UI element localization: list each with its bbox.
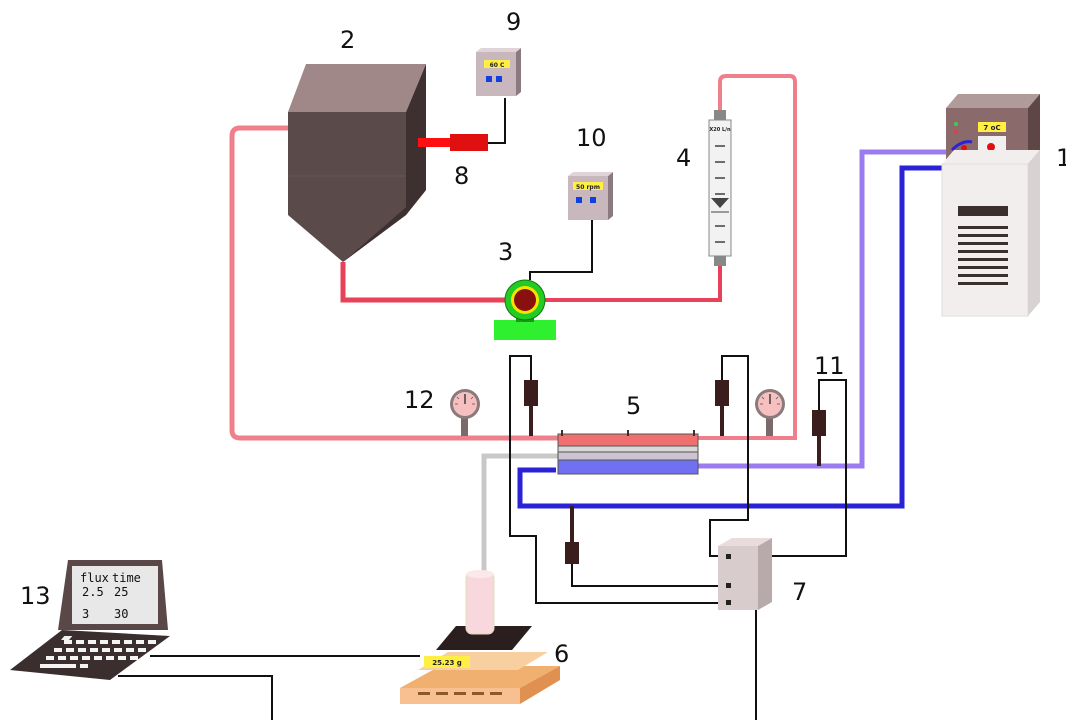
label-pressure-gauge: 12 (404, 386, 435, 414)
label-pump: 3 (498, 238, 513, 266)
label-data-logger: 7 (792, 578, 807, 606)
heater-element (418, 134, 488, 151)
tank-to-pump-pipe (340, 262, 505, 303)
label-membrane-module: 5 (626, 392, 641, 420)
laptop-logger-wire (118, 675, 273, 720)
pump-wire (529, 220, 593, 280)
pump-to-flowmeter-pipe (545, 266, 722, 302)
laptop-header-flux: flux (80, 571, 109, 585)
feed-tank (288, 64, 426, 262)
pressure-gauge-inlet (450, 389, 480, 436)
coolant-supply-pipe (517, 165, 946, 509)
laptop: flux time 2.5 25 3 30 (10, 560, 170, 680)
label-flowmeter: 4 (676, 144, 691, 172)
membrane-module (557, 430, 699, 475)
heater-wire (488, 98, 506, 144)
laptop-row2-flux: 3 (82, 607, 89, 621)
chiller: 7 oC (941, 94, 1040, 317)
analytical-balance: 25.23 g (400, 570, 560, 704)
laptop-row1-flux: 2.5 (82, 585, 104, 599)
heater-controller: 60 C (476, 48, 521, 96)
label-computer: 13 (20, 582, 51, 610)
sensor-wire-c (571, 560, 722, 587)
sensor-wire-b (709, 355, 749, 557)
label-temp-sensor: 11 (814, 352, 845, 380)
permeate-pipe (481, 453, 558, 572)
pump-controller: 50 rpm (568, 172, 613, 220)
temp-sensor-coolant (812, 410, 826, 466)
permeate-beaker (465, 571, 495, 635)
label-heater-controller: 9 (506, 8, 521, 36)
peristaltic-pump (494, 279, 556, 340)
temp-sensor-permeate (565, 506, 579, 564)
balance-readout: 25.23 g (432, 659, 462, 667)
laptop-header-time: time (112, 571, 141, 585)
heater-controller-readout: 60 C (490, 62, 505, 69)
rotameter: X20 L/n (708, 110, 732, 266)
rotameter-float (711, 198, 729, 208)
label-pump-controller: 10 (576, 124, 607, 152)
laptop-keyboard (40, 640, 156, 668)
laptop-row2-time: 30 (114, 607, 128, 621)
pump-controller-readout: 50 rpm (576, 184, 600, 191)
temp-sensor-feed-out (715, 380, 729, 436)
pressure-gauge-outlet (755, 389, 785, 436)
data-logger (718, 538, 772, 610)
coolant-return-pipe (698, 149, 946, 469)
sensor-wire-a (509, 355, 722, 604)
label-chiller: 1 (1056, 144, 1066, 172)
laptop-row1-time: 25 (114, 585, 128, 599)
feed-return-pipe (229, 125, 558, 441)
chiller-readout: 7 oC (983, 124, 1000, 132)
temp-sensor-feed-in (524, 380, 538, 436)
label-heater: 8 (454, 162, 469, 190)
feed-outlet-pipe (698, 74, 797, 440)
label-balance: 6 (554, 640, 569, 668)
label-feed-tank: 2 (340, 26, 355, 54)
rotameter-scale-label: X20 L/n (709, 127, 731, 133)
